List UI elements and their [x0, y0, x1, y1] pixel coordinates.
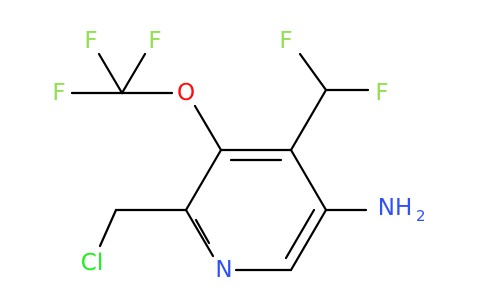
bond-ch2-cl	[98, 208, 118, 248]
bond-o-ring	[193, 104, 223, 152]
amine-subscript: 2	[416, 207, 426, 225]
bond-ring-c5-c6-inner	[284, 208, 316, 260]
bond-c-f-upper-left	[97, 52, 124, 95]
amine-nitrogen-label: NH	[378, 195, 413, 221]
fluorine-atom-2: F	[148, 28, 161, 54]
bond-ring-n-c2-inner	[194, 218, 211, 245]
bond-ring-c2-c3	[184, 148, 223, 212]
bond-c4-chf2	[289, 88, 328, 152]
bond-ring-c5-c6	[289, 208, 328, 272]
fluorine-atom-5: F	[375, 80, 388, 106]
chlorine-atom: Cl	[81, 250, 103, 276]
bond-ring-c4-c5	[289, 148, 328, 212]
bond-c-f-upper-right	[120, 52, 147, 95]
oxygen-atom: O	[177, 80, 195, 106]
bonds	[70, 52, 370, 272]
fluorine-atom-4: F	[279, 28, 292, 54]
ring-nitrogen-atom: N	[215, 257, 232, 283]
fluorine-atom-1: F	[84, 28, 97, 54]
bond-ring-n-c2	[184, 208, 215, 258]
bond-chf2-f-top	[298, 52, 328, 92]
atom-labels: F F F O F F Cl N NH 2	[52, 28, 425, 283]
fluorine-atom-3: F	[52, 80, 65, 106]
